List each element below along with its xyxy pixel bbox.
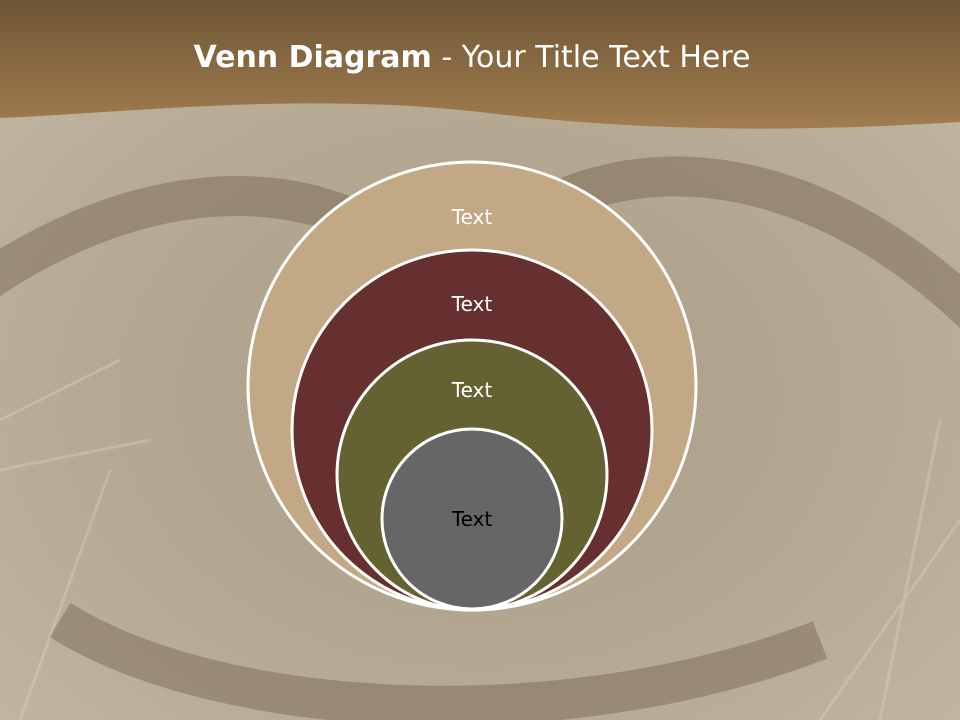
inner-circle[interactable]: [380, 427, 564, 611]
third-circle-label: Text: [451, 378, 493, 402]
slide-title[interactable]: Venn Diagram - Your Title Text Here: [0, 40, 944, 75]
second-circle-label: Text: [451, 292, 493, 316]
title-bold: Venn Diagram: [193, 40, 432, 75]
outer-circle-label: Text: [451, 205, 493, 229]
title-rest: - Your Title Text Here: [431, 40, 751, 75]
inner-circle-label: Text: [451, 507, 493, 531]
header-band: [0, 0, 960, 129]
